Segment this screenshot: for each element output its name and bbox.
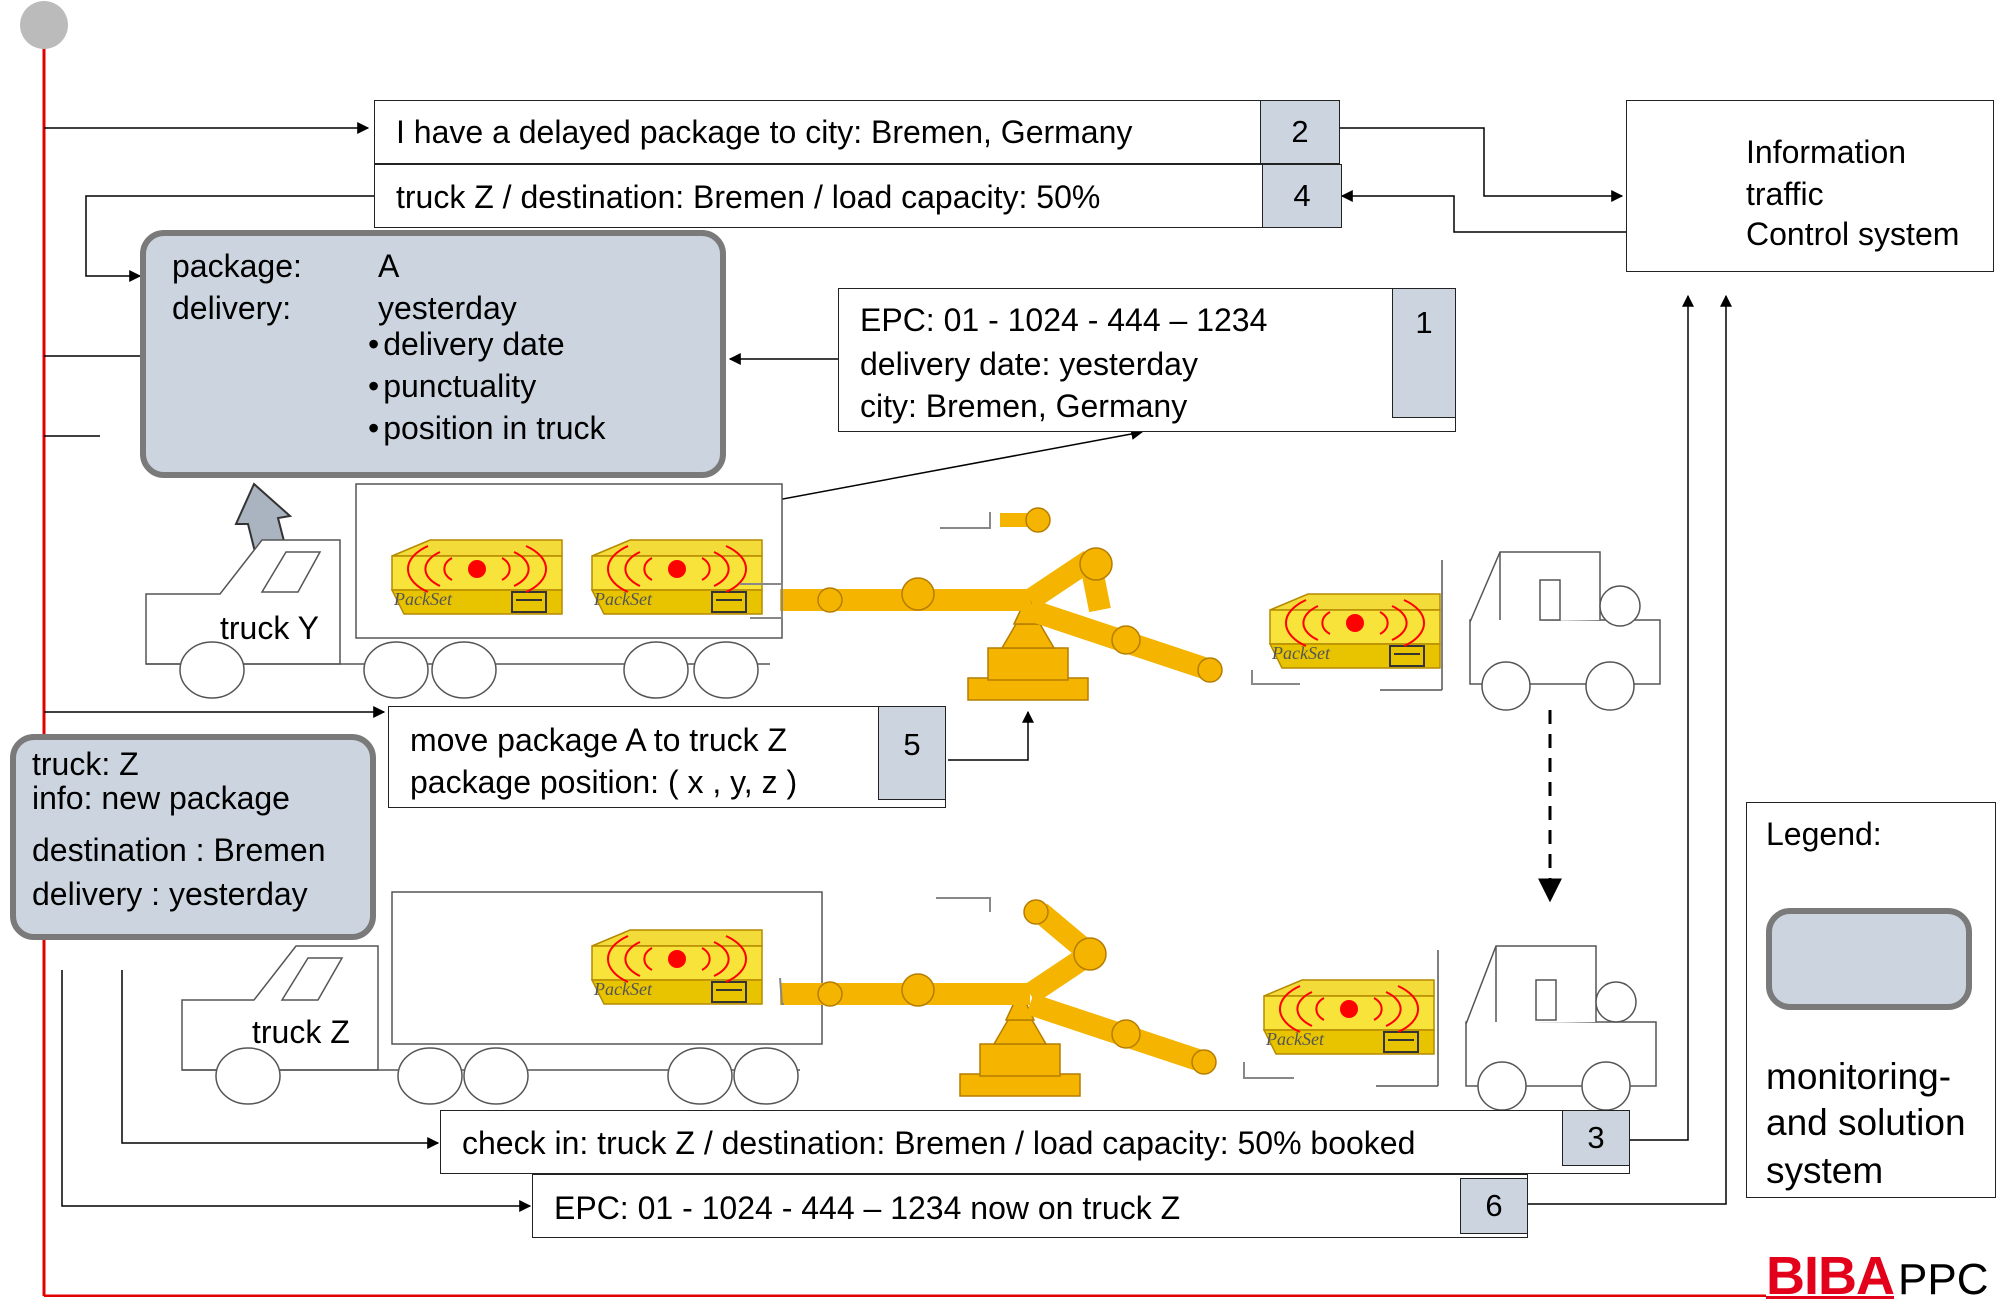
timeline-start-dot bbox=[20, 1, 68, 49]
message-box-3 bbox=[440, 1110, 1630, 1174]
bullet-position: position in truck bbox=[368, 412, 605, 444]
message-1-line-3: city: Bremen, Germany bbox=[860, 388, 1188, 424]
package-brand-label: PackSet bbox=[1272, 643, 1330, 663]
legend-desc-1: monitoring- bbox=[1766, 1056, 1952, 1097]
step-badge-5: 5 bbox=[878, 706, 946, 800]
message-5-line-1: move package A to truck Z bbox=[410, 722, 788, 758]
message-box-6 bbox=[532, 1174, 1528, 1238]
package-brand-label: PackSet bbox=[394, 589, 452, 609]
forklift-icon bbox=[1376, 945, 1657, 1111]
monitor-left-line-2: info: new package bbox=[32, 780, 290, 816]
logo-brand: BIBA bbox=[1766, 1246, 1895, 1306]
monitor-left-line-3: destination : Bremen bbox=[32, 832, 326, 868]
package-brand-label: PackSet bbox=[1266, 1029, 1324, 1049]
step-badge-3: 3 bbox=[1562, 1110, 1630, 1166]
info-system-line-1: Information bbox=[1746, 134, 1907, 170]
delivery-label: delivery: bbox=[172, 290, 292, 326]
legend-desc-3: system bbox=[1766, 1150, 1884, 1191]
bullet-delivery-date: delivery date bbox=[368, 328, 564, 360]
package-value: A bbox=[378, 248, 400, 284]
message-4-text: truck Z / destination: Bremen / load cap… bbox=[396, 179, 1101, 215]
step-badge-6: 6 bbox=[1460, 1178, 1528, 1234]
biba-logo: BIBAPPC bbox=[1766, 1245, 1988, 1307]
message-3-text: check in: truck Z / destination: Bremen … bbox=[462, 1125, 1416, 1161]
message-5-line-2: package position: ( x , y, z ) bbox=[410, 764, 798, 800]
message-2-text: I have a delayed package to city: Bremen… bbox=[396, 114, 1133, 150]
delivery-value: yesterday bbox=[378, 290, 517, 326]
info-system-box bbox=[1626, 100, 1994, 272]
message-box-4 bbox=[374, 164, 1336, 228]
legend-title: Legend: bbox=[1766, 816, 1882, 852]
info-system-line-3: Control system bbox=[1746, 216, 1960, 252]
robot-arm-icon bbox=[779, 897, 1294, 1097]
package-brand-label: PackSet bbox=[594, 589, 652, 609]
bullet-punctuality: punctuality bbox=[368, 370, 536, 402]
step-badge-1: 1 bbox=[1392, 288, 1456, 418]
monitoring-box-left bbox=[10, 734, 376, 940]
message-1-line-2: delivery date: yesterday bbox=[860, 346, 1198, 382]
message-box-1 bbox=[838, 288, 1456, 432]
monitor-left-line-1: truck: Z bbox=[32, 746, 139, 782]
truck-y-label: truck Y bbox=[220, 610, 319, 646]
message-box-2 bbox=[374, 100, 1340, 164]
package-label: package: bbox=[172, 248, 302, 284]
message-6-text: EPC: 01 - 1024 - 444 – 1234 now on truck… bbox=[554, 1190, 1181, 1226]
step-badge-2: 2 bbox=[1260, 100, 1340, 164]
monitor-left-line-4: delivery : yesterday bbox=[32, 876, 308, 912]
package-brand-label: PackSet bbox=[594, 979, 652, 999]
forklift-icon bbox=[1380, 551, 1661, 711]
message-box-5 bbox=[388, 706, 946, 808]
step-badge-4: 4 bbox=[1262, 164, 1342, 228]
robot-arm-icon bbox=[740, 507, 1300, 701]
info-system-line-2: traffic bbox=[1746, 176, 1824, 212]
message-1-line-1: EPC: 01 - 1024 - 444 – 1234 bbox=[860, 302, 1268, 338]
legend-swatch bbox=[1766, 908, 1972, 1010]
legend-desc-2: and solution bbox=[1766, 1102, 1966, 1143]
logo-suffix: PPC bbox=[1898, 1255, 1989, 1304]
truck-z-label: truck Z bbox=[252, 1014, 350, 1050]
